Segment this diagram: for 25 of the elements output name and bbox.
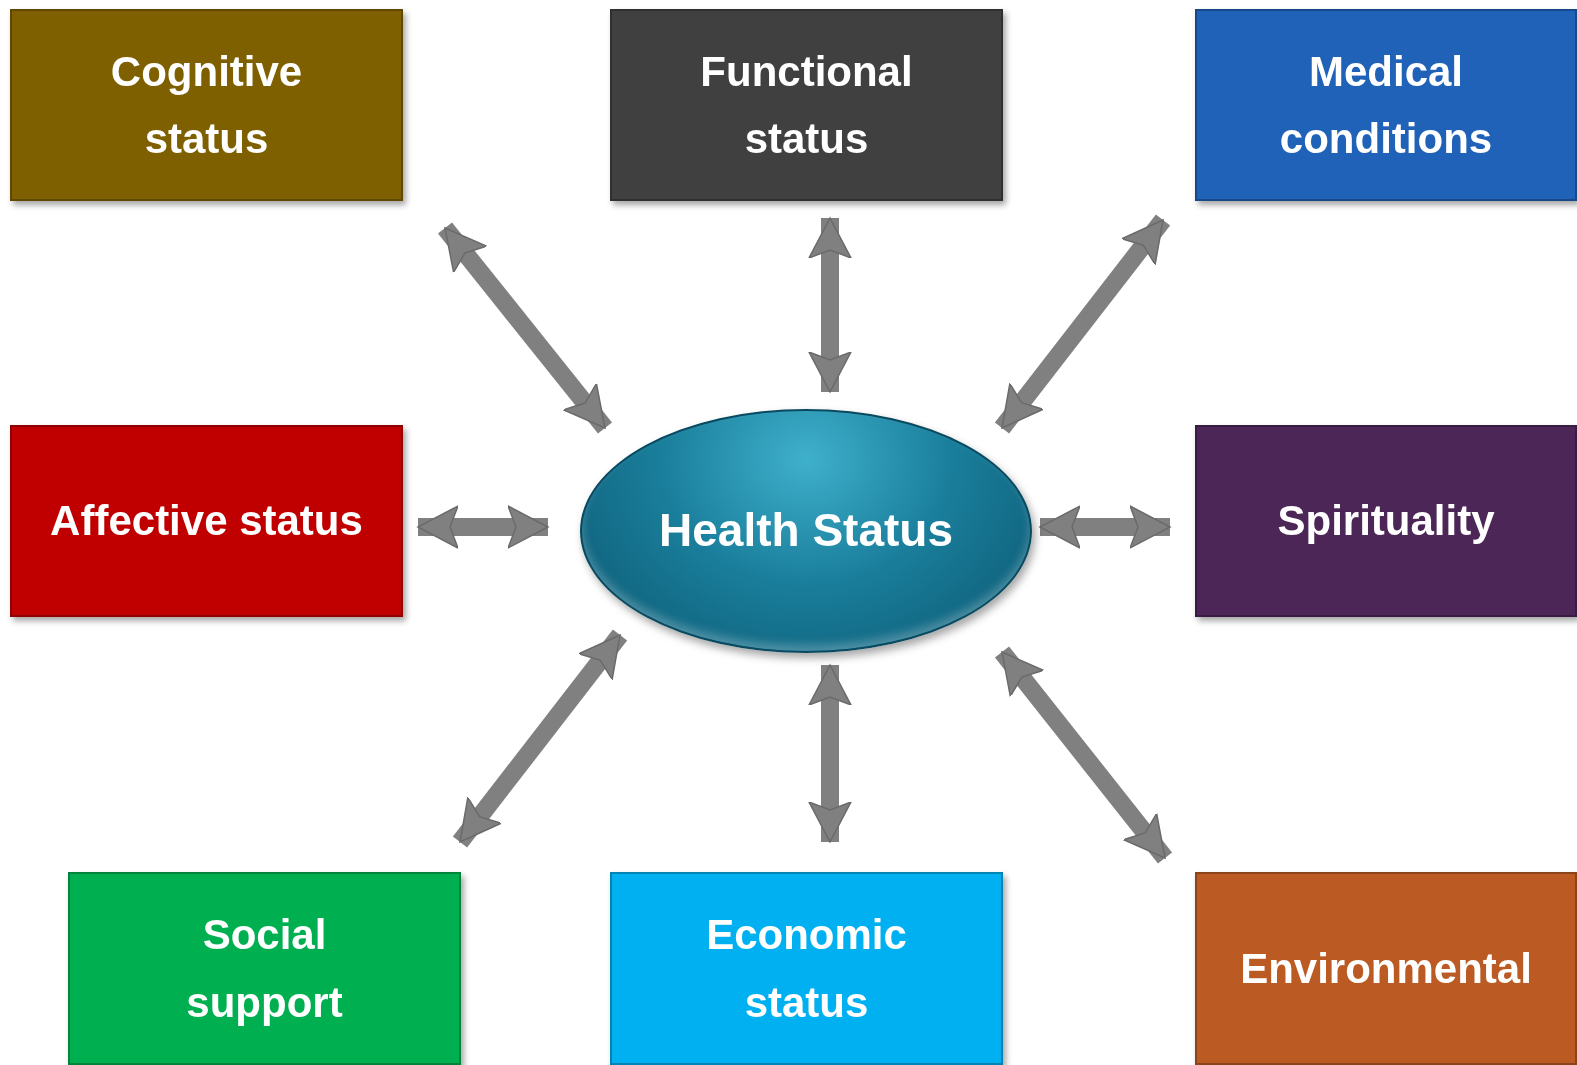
factor-box	[1195, 872, 1577, 1065]
node-label: Medical conditions	[1278, 46, 1494, 164]
double-arrow	[1039, 505, 1171, 549]
factor-box	[610, 872, 1003, 1065]
node-label: Health Status	[658, 503, 954, 559]
node-label: Economic status	[705, 910, 908, 1028]
double-arrow	[994, 646, 1173, 864]
double-arrow	[452, 629, 628, 848]
double-arrow	[808, 217, 852, 393]
factor-box	[610, 9, 1003, 201]
factor-box	[10, 425, 403, 617]
node-label: Cognitive status	[109, 46, 304, 164]
node-label: Social support	[185, 910, 344, 1028]
double-arrow	[417, 505, 549, 549]
factor-box	[10, 9, 403, 201]
double-arrow	[808, 664, 852, 843]
factor-box	[1195, 9, 1577, 201]
double-arrow	[437, 222, 613, 434]
factor-box	[68, 872, 461, 1065]
node-label: Affective status	[49, 496, 364, 547]
node-label: Functional status	[699, 46, 914, 164]
double-arrow	[994, 214, 1171, 434]
factor-box	[1195, 425, 1577, 617]
node-label: Environmental	[1239, 943, 1533, 994]
node-label: Spirituality	[1276, 496, 1496, 547]
